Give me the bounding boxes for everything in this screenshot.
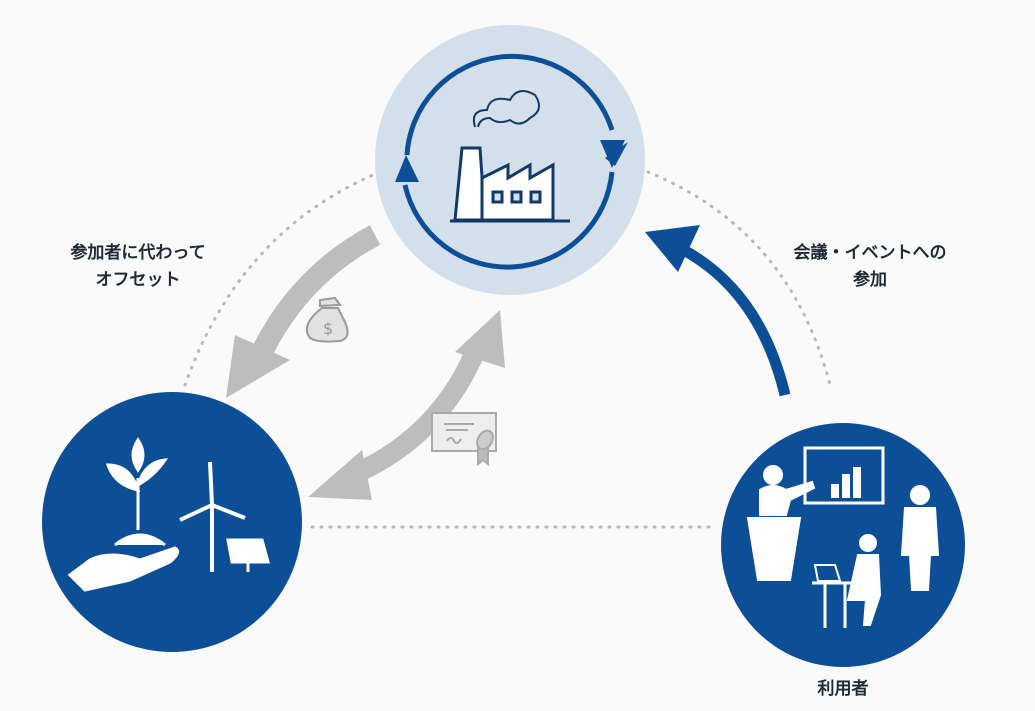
offset-label-line1: 参加者に代わって xyxy=(70,243,206,263)
certificate-icon xyxy=(431,412,497,467)
emitter-node xyxy=(375,25,645,295)
credit-exchange-arrow xyxy=(308,310,505,500)
participation-label-line1: 会議・イベントへの xyxy=(793,243,947,263)
factory-icon xyxy=(450,90,570,223)
participation-label-line2: 参加 xyxy=(853,270,887,290)
offset-arrow xyxy=(226,225,381,398)
participation-label: 会議・イベントへの 参加 xyxy=(775,240,965,294)
cycle-arrows-icon xyxy=(395,53,628,270)
offset-label: 参加者に代わって オフセット xyxy=(38,240,238,294)
offset-label-line2: オフセット xyxy=(95,270,181,290)
renewable-energy-icon xyxy=(67,437,270,592)
offset-provider-node xyxy=(42,392,302,652)
user-label: 利用者 xyxy=(817,679,869,699)
dotted-connector-left xyxy=(183,170,382,387)
svg-text:$: $ xyxy=(323,319,333,338)
participation-arrow xyxy=(645,225,791,397)
user-node xyxy=(721,423,965,667)
meeting-people-icon xyxy=(746,446,940,628)
money-bag-icon: $ xyxy=(306,296,349,343)
dotted-connector-right xyxy=(646,170,832,387)
